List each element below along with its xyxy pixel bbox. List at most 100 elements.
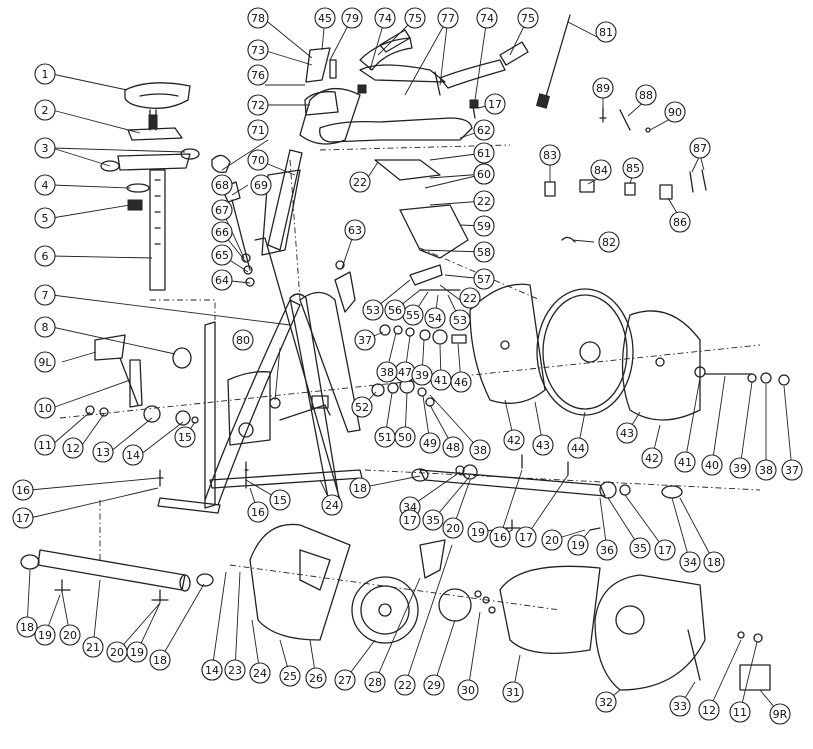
callout-label: 16 <box>251 506 265 519</box>
callout-circle <box>269 489 291 511</box>
callout-circle <box>334 669 356 691</box>
callout-circle <box>698 699 720 721</box>
front-stabilizer <box>20 549 214 603</box>
callout-label: 17 <box>658 544 672 557</box>
callout-31: 31 <box>502 681 524 703</box>
callout-circle <box>473 119 495 141</box>
callout-74: 74 <box>374 7 396 29</box>
callout-label: 16 <box>493 531 507 544</box>
callout-10: 10 <box>34 397 56 419</box>
callout-label: 12 <box>702 704 716 717</box>
covers-and-crank <box>249 523 771 691</box>
callout-15: 15 <box>269 489 291 511</box>
callout-label: 9R <box>773 708 788 721</box>
callout-label: 19 <box>38 629 52 642</box>
callout-42: 42 <box>503 429 525 451</box>
callout-circle <box>503 429 525 451</box>
callout-label: 18 <box>353 482 367 495</box>
callout-label: 3 <box>42 142 49 155</box>
callout-circle <box>247 64 269 86</box>
callout-circle <box>449 309 471 331</box>
callout-circle <box>376 361 398 383</box>
callout-circle <box>473 142 495 164</box>
callout-19: 19 <box>567 534 589 556</box>
callout-45: 45 <box>314 7 336 29</box>
callout-label: 68 <box>215 179 229 192</box>
callout-label: 88 <box>639 89 653 102</box>
callout-circle <box>34 351 56 373</box>
callout-17: 17 <box>12 507 34 529</box>
callout-label: 20 <box>545 534 559 547</box>
callout-layer: 123456789L101112131415161718192021222324… <box>12 7 803 725</box>
callout-label: 5 <box>42 212 49 225</box>
callout-label: 69 <box>254 179 268 192</box>
callout-circle <box>34 174 56 196</box>
callout-32: 32 <box>595 691 617 713</box>
callout-label: 22 <box>477 195 491 208</box>
callout-11: 11 <box>34 434 56 456</box>
callout-label: 64 <box>215 274 229 287</box>
left-cover <box>249 523 351 641</box>
callout-label: 11 <box>38 439 52 452</box>
callout-label: 78 <box>251 12 265 25</box>
callout-14: 14 <box>201 659 223 681</box>
callout-43: 43 <box>616 422 638 444</box>
callout-circle <box>394 674 416 696</box>
callout-label: 61 <box>477 147 491 160</box>
callout-75: 75 <box>404 7 426 29</box>
callout-label: 65 <box>215 249 229 262</box>
callout-26: 26 <box>305 667 327 689</box>
callout-circle <box>232 329 254 351</box>
handlebar-assembly <box>211 29 529 287</box>
callout-label: 28 <box>368 676 382 689</box>
callout-label: 35 <box>426 514 440 527</box>
callout-circle <box>635 84 657 106</box>
handlebar <box>319 117 473 143</box>
callout-75: 75 <box>517 7 539 29</box>
callout-label: 57 <box>477 273 491 286</box>
bar-grip-right <box>499 41 529 66</box>
callout-17: 17 <box>654 539 676 561</box>
callout-38: 38 <box>469 439 491 461</box>
callout-label: 19 <box>571 539 585 552</box>
callout-circle <box>515 526 537 548</box>
callout-label: 38 <box>380 366 394 379</box>
callout-circle <box>654 539 676 561</box>
callout-circle <box>703 551 725 573</box>
callout-23: 23 <box>224 659 246 681</box>
callout-21: 21 <box>82 636 104 658</box>
callout-63: 63 <box>344 219 366 241</box>
seat-assembly <box>100 82 200 291</box>
callout-circle <box>341 7 363 29</box>
callout-22: 22 <box>394 674 416 696</box>
callout-label: 46 <box>454 376 468 389</box>
callout-circle <box>34 316 56 338</box>
flywheel-assembly <box>469 283 790 421</box>
callout-circle <box>592 77 614 99</box>
callout-71: 71 <box>247 119 269 141</box>
callout-circle <box>629 537 651 559</box>
callout-circle <box>567 534 589 556</box>
callout-circle <box>34 137 56 159</box>
callout-38: 38 <box>755 459 777 481</box>
callout-circle <box>641 447 663 469</box>
callout-83: 83 <box>539 144 561 166</box>
callout-6: 6 <box>34 245 56 267</box>
callout-label: 30 <box>461 684 475 697</box>
callout-40: 40 <box>701 454 723 476</box>
callout-circle <box>211 174 233 196</box>
callout-circle <box>201 659 223 681</box>
callout-61: 61 <box>473 142 495 164</box>
left-pedal <box>94 334 126 361</box>
callout-77: 77 <box>437 7 459 29</box>
callout-label: 42 <box>645 452 659 465</box>
callout-circle <box>34 207 56 229</box>
callout-22: 22 <box>349 171 371 193</box>
callout-circle <box>467 521 489 543</box>
callout-label: 37 <box>785 464 799 477</box>
callout-label: 81 <box>599 26 613 39</box>
callout-49: 49 <box>419 432 441 454</box>
callout-34: 34 <box>679 551 701 573</box>
callout-label: 7 <box>42 289 49 302</box>
